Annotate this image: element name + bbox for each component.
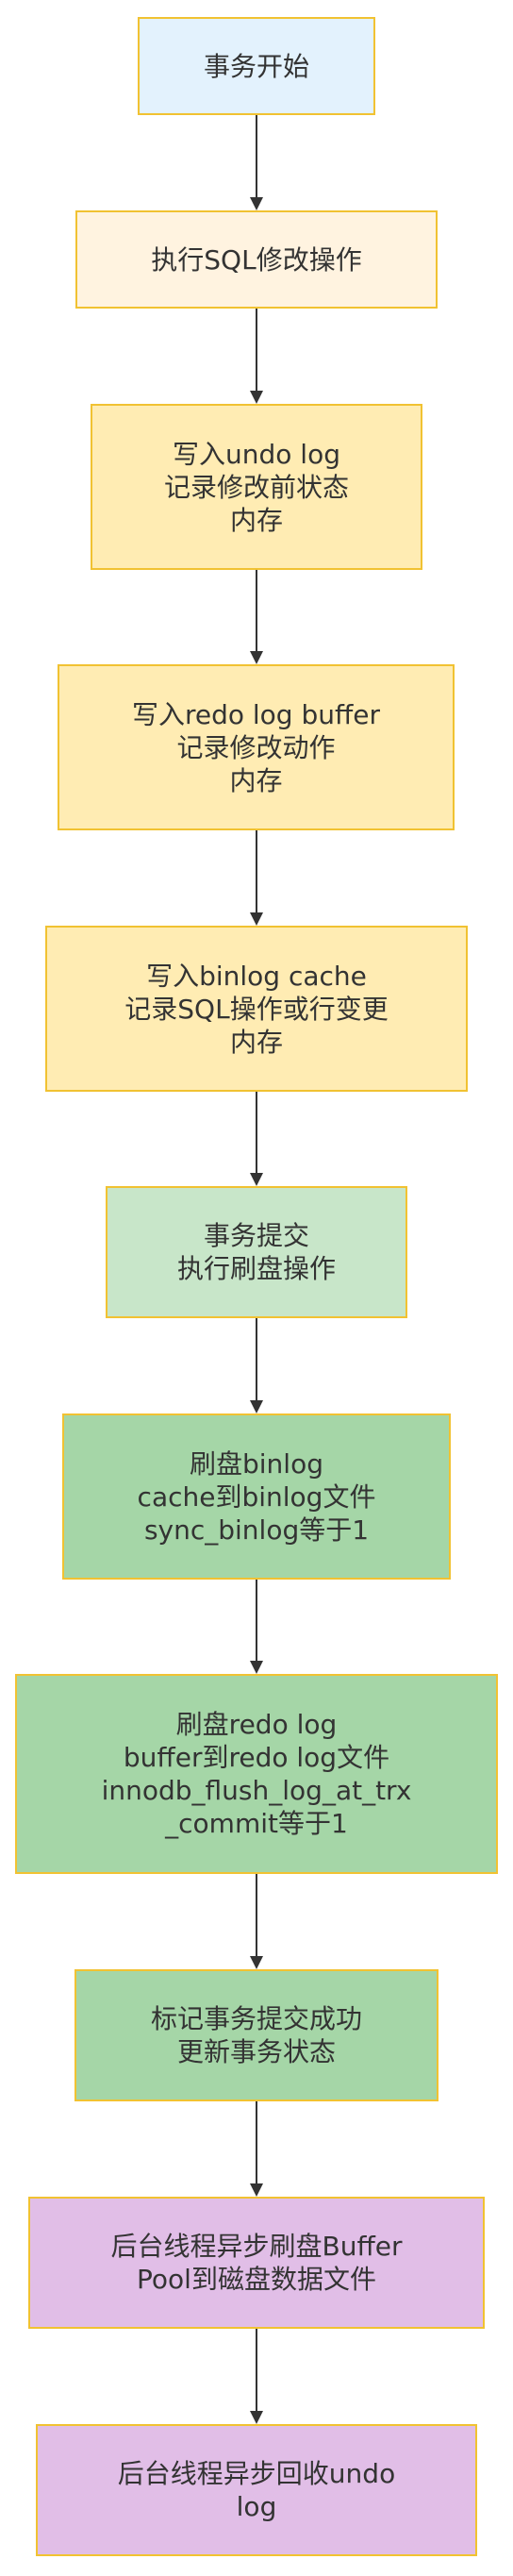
- flow-node-flush-redo: 刷盘redo log buffer到redo log文件 innodb_flus…: [15, 1674, 498, 1874]
- flow-node-binlog-cache: 写入binlog cache 记录SQL操作或行变更 内存: [45, 926, 468, 1092]
- flow-node-commit: 事务提交 执行刷盘操作: [106, 1186, 407, 1318]
- flow-node-bg-undo: 后台线程异步回收undo log: [36, 2424, 477, 2556]
- flow-node-label: 刷盘binlog cache到binlog文件 sync_binlog等于1: [137, 1447, 376, 1546]
- arrowhead: [250, 1400, 263, 1413]
- flow-node-label: 标记事务提交成功 更新事务状态: [150, 2003, 362, 2067]
- flow-node-label: 执行SQL修改操作: [151, 243, 362, 276]
- arrowhead: [250, 2183, 263, 2197]
- flow-node-label: 事务开始: [203, 50, 309, 82]
- flow-node-undo: 写入undo log 记录修改前状态 内存: [91, 404, 422, 570]
- flow-node-commit-ok: 标记事务提交成功 更新事务状态: [74, 1969, 439, 2101]
- arrowhead: [250, 1173, 263, 1186]
- flow-node-redo-buffer: 写入redo log buffer 记录修改动作 内存: [58, 664, 455, 830]
- flow-node-label: 写入binlog cache 记录SQL操作或行变更 内存: [124, 960, 389, 1058]
- arrowhead: [250, 2411, 263, 2424]
- arrowhead: [250, 651, 263, 664]
- flow-node-flush-binlog: 刷盘binlog cache到binlog文件 sync_binlog等于1: [62, 1413, 451, 1580]
- arrowhead: [250, 1661, 263, 1674]
- flow-node-label: 事务提交 执行刷盘操作: [176, 1220, 336, 1284]
- arrowhead: [250, 197, 263, 210]
- arrowhead: [250, 1956, 263, 1969]
- arrowhead: [250, 912, 263, 926]
- flow-node-start: 事务开始: [138, 17, 375, 115]
- flow-node-exec-sql: 执行SQL修改操作: [75, 210, 438, 309]
- flow-node-label: 写入redo log buffer 记录修改动作 内存: [131, 698, 381, 796]
- flow-node-bg-flush: 后台线程异步刷盘Buffer Pool到磁盘数据文件: [28, 2197, 485, 2329]
- arrowhead: [250, 391, 263, 404]
- flow-node-label: 刷盘redo log buffer到redo log文件 innodb_flus…: [101, 1709, 412, 1839]
- flow-node-label: 后台线程异步回收undo log: [117, 2458, 396, 2522]
- flow-node-label: 后台线程异步刷盘Buffer Pool到磁盘数据文件: [110, 2231, 403, 2295]
- flow-node-label: 写入undo log 记录修改前状态 内存: [163, 438, 349, 536]
